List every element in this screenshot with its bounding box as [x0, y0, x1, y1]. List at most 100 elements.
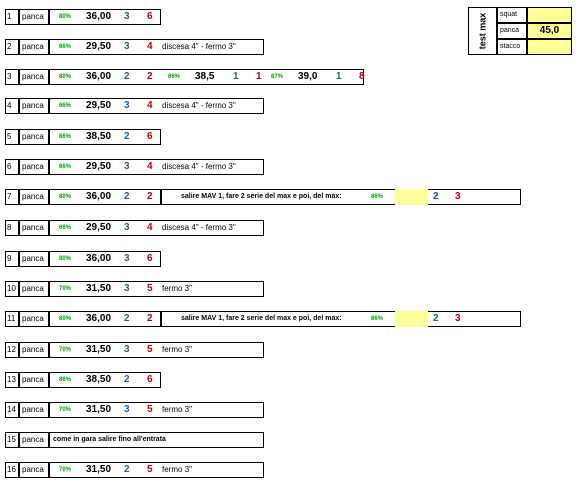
weight: 39,0	[298, 71, 318, 82]
set-block	[49, 220, 264, 236]
weight: 36,00	[86, 11, 112, 22]
test-max-value-squat[interactable]	[527, 7, 572, 23]
exercise-cell: panca	[19, 251, 49, 267]
series-count: 2	[124, 374, 130, 385]
test-max-label-stacco: stacco	[497, 39, 527, 55]
percentage: 70%	[59, 467, 72, 473]
test-max-value-stacco[interactable]	[527, 39, 572, 55]
series-count: 2	[124, 131, 130, 142]
percentage: 86%	[168, 74, 181, 80]
exercise-cell: panca	[19, 129, 49, 145]
weight: 31,50	[86, 464, 112, 475]
extra-series: 2	[433, 191, 439, 202]
series-count: 2	[124, 71, 130, 82]
row-number: 2	[5, 39, 19, 55]
note: fermo 3"	[162, 345, 192, 354]
reps-count: 5	[147, 464, 153, 475]
test-max-label-panca: panca	[497, 23, 527, 39]
exercise-cell: panca	[19, 311, 49, 327]
set-block	[49, 98, 264, 114]
note: discesa 4" - fermo 3"	[162, 101, 236, 110]
series-count: 3	[124, 344, 130, 355]
comment-cell: come in gara salire fino all'entrata	[49, 432, 264, 448]
reps-count: 4	[147, 41, 153, 52]
series-count: 3	[124, 222, 130, 233]
percentage: 66%	[59, 103, 72, 109]
row-number: 10	[5, 281, 19, 297]
note: fermo 3"	[162, 465, 192, 474]
target-input[interactable]	[395, 311, 428, 327]
test-max-value-panca[interactable]: 45,0	[527, 23, 572, 39]
weight: 29,50	[86, 100, 112, 111]
weight: 38,50	[86, 374, 112, 385]
exercise-cell: panca	[19, 220, 49, 236]
weight: 31,50	[86, 283, 112, 294]
weight: 29,50	[86, 41, 112, 52]
exercise-cell: panca	[19, 281, 49, 297]
set-block	[49, 402, 264, 418]
row-number: 15	[5, 432, 19, 448]
extra-reps: 3	[455, 191, 461, 202]
percentage: 86%	[59, 377, 72, 383]
test-max-label-squat: squat	[497, 7, 527, 23]
extra-reps: 3	[455, 313, 461, 324]
weight: 36,00	[86, 191, 112, 202]
percentage: 80%	[59, 14, 72, 20]
reps-count: 6	[147, 11, 153, 22]
exercise-cell: panca	[19, 372, 49, 388]
exercise-cell: panca	[19, 39, 49, 55]
percentage: 87%	[271, 74, 284, 80]
extra-percentage: 86%	[371, 316, 384, 322]
series-count: 2	[124, 191, 130, 202]
exercise-cell: panca	[19, 432, 49, 448]
percentage: 66%	[59, 44, 72, 50]
reps-count: 6	[147, 253, 153, 264]
test-max-header: test max	[468, 7, 497, 55]
note: fermo 3"	[162, 284, 192, 293]
percentage: 80%	[59, 194, 72, 200]
row-number: 12	[5, 342, 19, 358]
row-number: 14	[5, 402, 19, 418]
series-count: 2	[124, 313, 130, 324]
series-count: 1	[336, 71, 342, 82]
percentage: 80%	[59, 316, 72, 322]
percentage: 66%	[59, 225, 72, 231]
percentage: 70%	[59, 347, 72, 353]
set-block	[49, 372, 161, 388]
set-block	[49, 281, 264, 297]
set-block	[49, 39, 264, 55]
weight: 31,50	[86, 404, 112, 415]
percentage: 70%	[59, 286, 72, 292]
series-count: 1	[233, 71, 239, 82]
note: discesa 4" - fermo 3"	[162, 162, 236, 171]
series-count: 3	[124, 41, 130, 52]
series-count: 3	[124, 253, 130, 264]
set-block	[49, 9, 161, 25]
reps-count: 5	[147, 283, 153, 294]
weight: 36,00	[86, 313, 112, 324]
reps-count: 6	[147, 374, 153, 385]
row-number: 1	[5, 9, 19, 25]
percentage: 80%	[59, 256, 72, 262]
note: discesa 4" - fermo 3"	[162, 42, 236, 51]
exercise-cell: panca	[19, 402, 49, 418]
reps-count: 4	[147, 222, 153, 233]
series-count: 3	[124, 283, 130, 294]
percentage: 80%	[59, 74, 72, 80]
extra-series: 2	[433, 313, 439, 324]
target-input[interactable]	[395, 189, 428, 205]
series-count: 3	[124, 100, 130, 111]
reps-count: 2	[147, 71, 153, 82]
row-number: 8	[5, 220, 19, 236]
reps-count: 2	[147, 313, 153, 324]
set-block	[49, 159, 264, 175]
